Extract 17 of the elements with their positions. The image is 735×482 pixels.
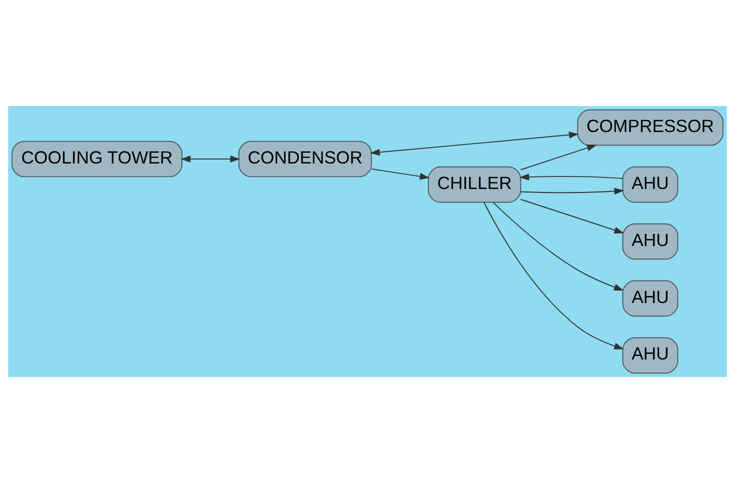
arrow [180, 155, 240, 162]
node-box: AHU [622, 222, 678, 260]
node-box: CONDENSOR [238, 140, 372, 177]
node-box: COOLING TOWER [12, 140, 182, 177]
arrow [492, 202, 624, 290]
node-box: CHILLER [428, 166, 522, 202]
arrow [370, 131, 579, 156]
arrow [371, 168, 430, 180]
arrow [520, 198, 624, 233]
arrow [520, 144, 597, 170]
node-box: AHU [622, 280, 678, 316]
arrow [484, 201, 624, 349]
node-box: COMPRESSOR [577, 108, 724, 146]
node-box: AHU [622, 336, 678, 374]
arrow [519, 173, 624, 180]
arrow [520, 187, 624, 194]
node-box: AHU [622, 166, 678, 202]
